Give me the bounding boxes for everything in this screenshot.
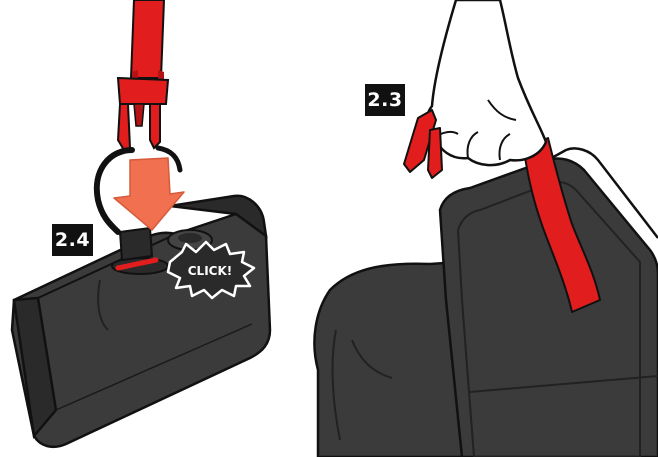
step-badge-2-3: 2.3 <box>365 84 405 116</box>
right-scene <box>314 0 658 457</box>
cord-loop <box>97 150 132 232</box>
step-badge-2-4: 2.4 <box>52 224 93 256</box>
click-text: CLICK! <box>188 264 233 278</box>
clip-receiver <box>120 228 152 260</box>
down-arrow-icon <box>114 158 184 230</box>
red-strap-top <box>131 0 164 86</box>
hand-icon <box>427 0 546 165</box>
left-scene: CLICK! <box>12 0 270 447</box>
buckle-clip <box>118 78 168 150</box>
floating-clip <box>404 110 442 178</box>
